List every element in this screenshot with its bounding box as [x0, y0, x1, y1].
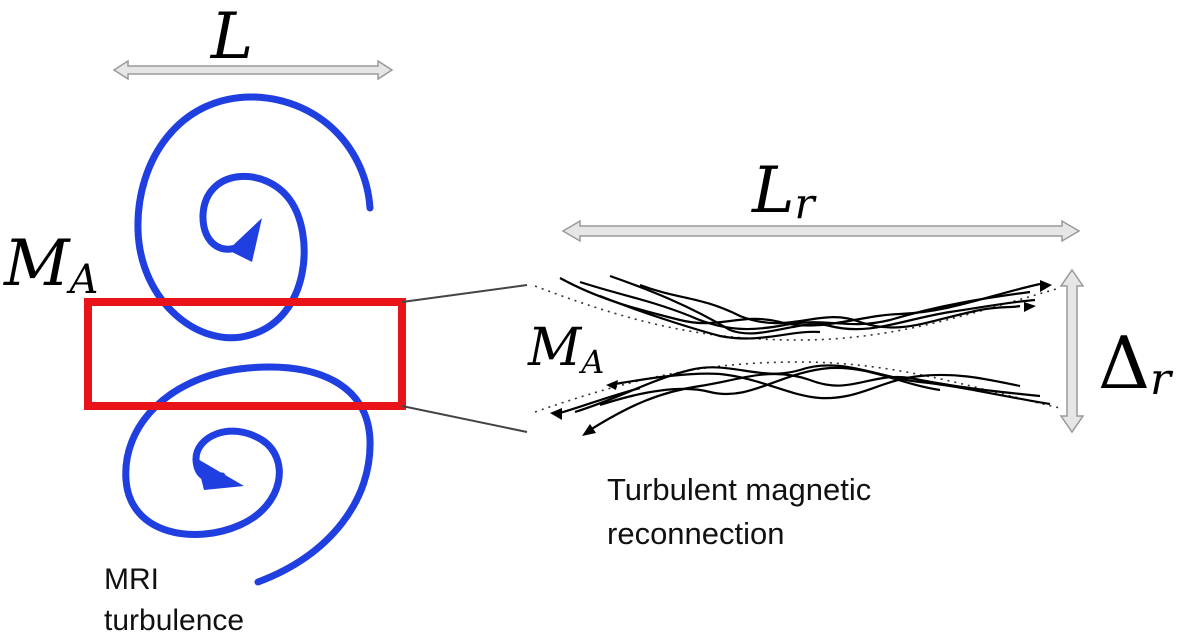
lower-eddy-spiral: [122, 363, 374, 586]
field-arrowhead-u1: [1040, 280, 1052, 292]
field-arrowhead-l1: [550, 408, 562, 420]
length-Lr-arrow-shape: [561, 219, 1081, 243]
label-MA-right-main: M: [527, 318, 583, 378]
field-line-u5: [599, 294, 821, 340]
length-L-arrow-shape: [112, 59, 394, 81]
label-MA-right: MA: [527, 318, 604, 381]
field-line-l5: [559, 386, 641, 415]
zoom-box: [84, 298, 406, 410]
caption-mri-line2: turbulence: [104, 604, 244, 637]
upper-eddy-spiral: [134, 93, 374, 342]
label-MA-left-main: M: [3, 227, 71, 301]
field-lines-upper: [559, 274, 1041, 340]
caption-mri-line1: MRI: [104, 563, 159, 596]
label-Delta-sub: r: [1150, 354, 1174, 405]
field-arrowhead-l2: [582, 424, 596, 436]
label-MA-left: MA: [3, 227, 98, 303]
label-Lr: Lr: [751, 154, 818, 228]
label-Delta: Δr: [1098, 321, 1174, 405]
label-Delta-main: Δ: [1098, 321, 1150, 405]
caption-reconnection-line1: Turbulent magnetic: [607, 472, 871, 507]
label-MA-left-sub: A: [66, 257, 99, 303]
lower-spiral-path: [122, 363, 374, 586]
label-L: L: [210, 0, 254, 74]
field-arrowhead-l3: [606, 380, 618, 390]
zoom-connector-bottom: [401, 405, 528, 433]
field-line-l3: [614, 372, 1021, 400]
length-Lr-arrow: [561, 219, 1081, 243]
upper-spiral-path: [134, 93, 374, 342]
field-line-u4: [639, 283, 1021, 329]
field-line-l4: [599, 366, 941, 407]
field-line-u3: [609, 274, 1036, 335]
label-Lr-sub: r: [795, 179, 818, 228]
zoom-connector-top: [401, 284, 528, 303]
label-MA-right-sub: A: [578, 343, 604, 381]
field-line-l2: [589, 372, 1041, 431]
upper-spiral-arrowhead: [228, 218, 262, 262]
field-arrowhead-u2: [1024, 302, 1036, 312]
width-Delta-arrow: [1059, 268, 1085, 434]
length-L-arrow: [112, 59, 394, 81]
lower-spiral-arrowhead: [196, 458, 244, 490]
label-Lr-main: L: [751, 154, 795, 228]
caption-reconnection-line2: reconnection: [607, 516, 785, 551]
width-Delta-arrow-shape: [1059, 268, 1085, 434]
field-line-u2: [579, 280, 1031, 331]
field-lines-lower: [559, 364, 1051, 431]
